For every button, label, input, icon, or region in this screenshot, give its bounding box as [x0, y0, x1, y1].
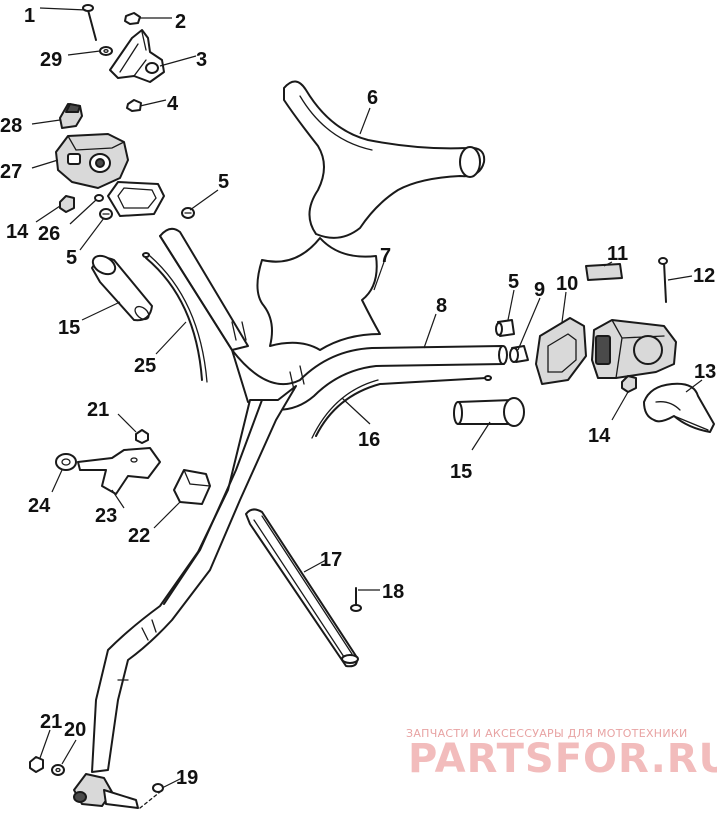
part-7-pad-liner — [256, 237, 381, 351]
watermark-tagline: ЗАПЧАСТИ И АКСЕССУАРЫ ДЛЯ МОТОТЕХНИКИ — [406, 727, 688, 740]
part-4-nut — [126, 99, 142, 112]
callout-14-right: 14 — [588, 425, 611, 447]
part-19-bolt — [139, 783, 164, 809]
part-throttle-housing — [591, 319, 677, 379]
callout-10: 10 — [556, 273, 578, 295]
callout-21-bottom: 21 — [40, 711, 62, 733]
callout-5-left: 5 — [66, 247, 77, 269]
callout-7: 7 — [380, 245, 391, 267]
callout-21-mid: 21 — [87, 399, 109, 421]
part-24-clamp — [55, 453, 77, 471]
callout-15-right: 15 — [450, 461, 472, 483]
callout-12: 12 — [693, 265, 715, 287]
callout-24: 24 — [28, 495, 51, 517]
watermark-brand: PARTSFOR.RU — [408, 736, 717, 782]
part-15-grip-right — [453, 397, 525, 427]
watermark: ЗАПЧАСТИ И АКСЕССУАРЫ ДЛЯ МОТОТЕХНИКИ PA… — [406, 727, 717, 782]
part-5-screw-right — [181, 207, 195, 219]
part-5-screw-left — [99, 208, 113, 220]
part-22-clip — [173, 469, 211, 505]
callout-3: 3 — [196, 49, 207, 71]
callout-23: 23 — [95, 505, 117, 527]
callout-labels: 1 2 3 4 5 5 5 6 7 8 9 10 11 12 13 14 14 … — [0, 5, 716, 789]
part-12-pin — [658, 257, 668, 303]
part-2-nut — [124, 12, 141, 25]
leader-lines — [31, 7, 703, 789]
part-27-switch-housing — [55, 133, 129, 189]
part-14-nut-left — [59, 195, 75, 213]
callout-26: 26 — [38, 223, 60, 245]
part-18-bolt — [350, 587, 362, 612]
part-13-throttle-lever — [643, 382, 715, 433]
callout-15-left: 15 — [58, 317, 80, 339]
callout-29: 29 — [40, 49, 62, 71]
part-9-bushing — [509, 345, 529, 363]
part-25-cable — [142, 252, 208, 383]
callout-28: 28 — [0, 115, 22, 137]
part-5-spacer — [495, 319, 515, 337]
part-11-pad — [585, 263, 623, 281]
part-10-throttle-plate — [535, 317, 587, 385]
callout-25: 25 — [134, 355, 156, 377]
callout-14-left: 14 — [6, 221, 29, 243]
callout-17: 17 — [320, 549, 342, 571]
part-17-brace — [245, 508, 359, 668]
callout-1: 1 — [24, 5, 35, 27]
callout-13: 13 — [694, 361, 716, 383]
callout-22: 22 — [128, 525, 150, 547]
part-6-handlebar-pad — [283, 80, 486, 239]
part-29-washer — [99, 46, 113, 56]
part-8-handlebar — [159, 227, 508, 411]
callout-8: 8 — [436, 295, 447, 317]
part-21-nut-bottom — [29, 756, 44, 773]
part-14-nut-right — [621, 375, 637, 393]
callout-11: 11 — [607, 243, 628, 265]
callout-5-right: 5 — [508, 271, 519, 293]
part-21-nut-mid — [135, 429, 149, 444]
callout-16: 16 — [358, 429, 380, 451]
part-26-washer — [94, 194, 104, 202]
part-28-switch-button — [59, 103, 83, 129]
callout-20: 20 — [64, 719, 86, 741]
part-23-bracket — [77, 447, 161, 495]
part-15-grip-left — [91, 254, 153, 322]
callout-19: 19 — [176, 767, 198, 789]
callout-27: 27 — [0, 161, 22, 183]
callout-2: 2 — [175, 11, 186, 33]
callout-6: 6 — [367, 87, 378, 109]
callout-5-top: 5 — [218, 171, 229, 193]
callout-18: 18 — [382, 581, 404, 603]
handlebar-stem — [73, 385, 297, 809]
part-20-washer — [51, 764, 65, 776]
callout-4: 4 — [167, 93, 179, 115]
part-3-clamp-bracket — [109, 29, 165, 83]
part-switch-plate — [107, 181, 165, 217]
callout-9: 9 — [534, 279, 545, 301]
